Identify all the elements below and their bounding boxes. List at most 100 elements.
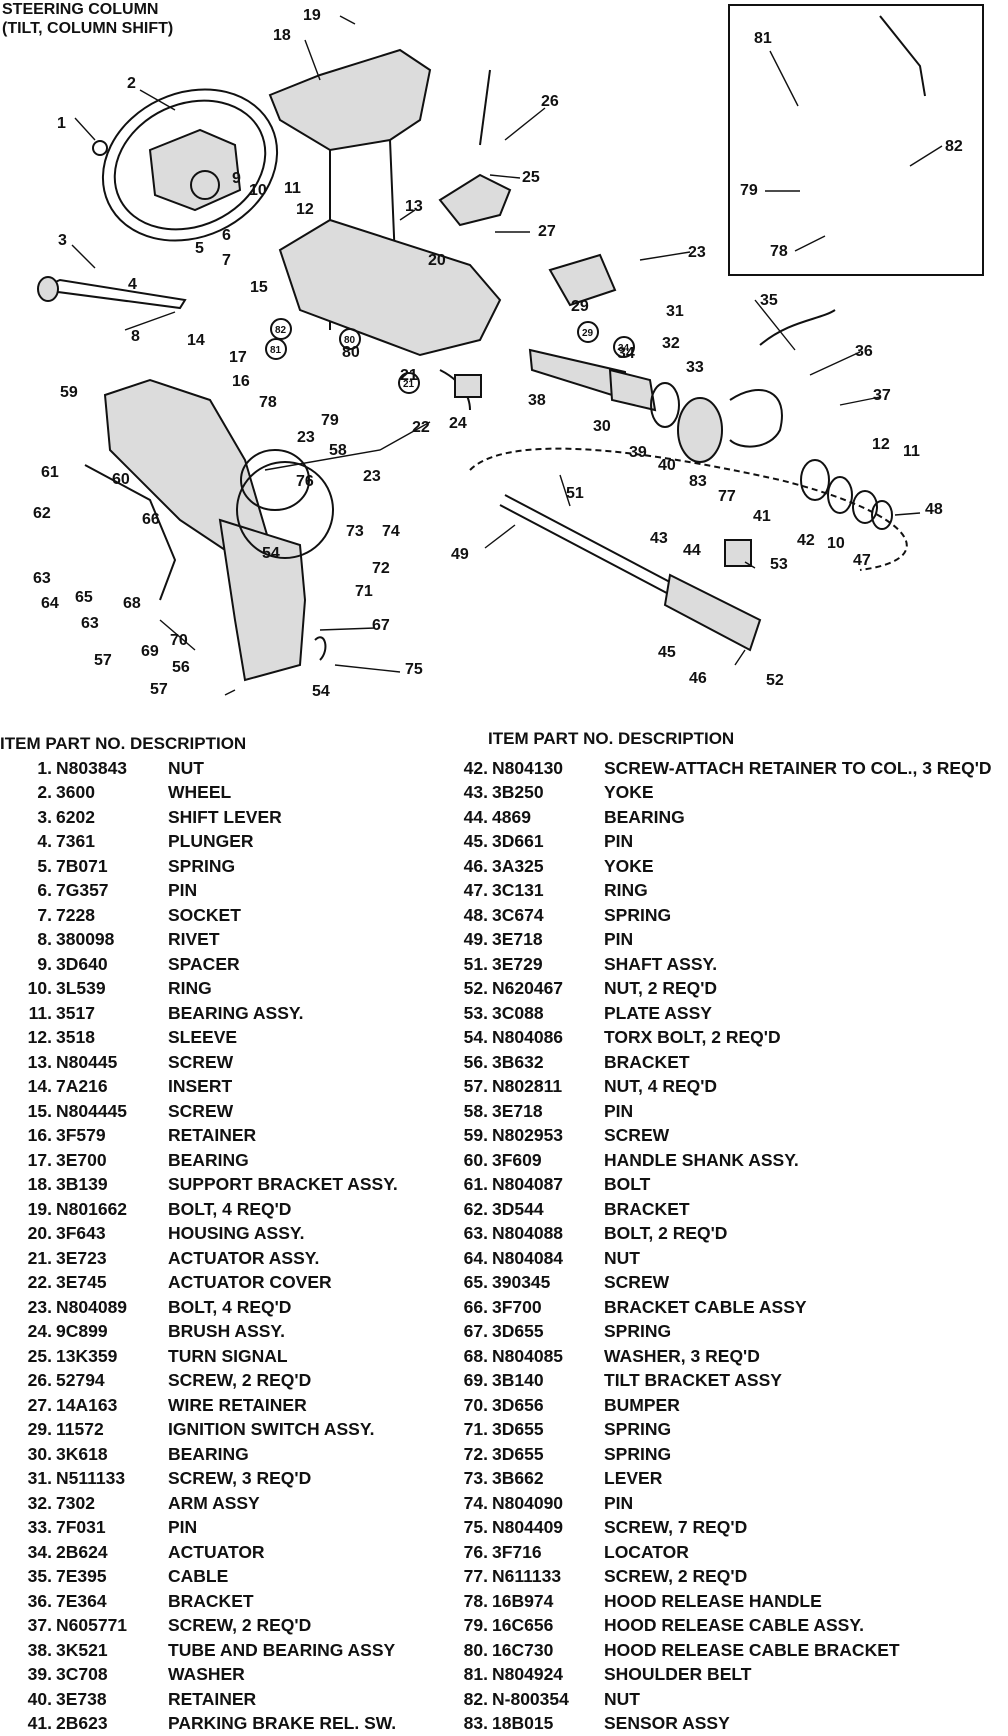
part-number: 3D544 [492, 1199, 604, 1220]
callout: 26 [541, 93, 559, 110]
callout: 56 [172, 659, 190, 676]
part-description: SPRING [604, 1321, 671, 1342]
part-description: BOLT, 2 REQ'D [604, 1223, 727, 1244]
callout: 18 [273, 27, 291, 44]
part-number: N804090 [492, 1493, 604, 1514]
part-number: 3B632 [492, 1052, 604, 1073]
part-number: N804084 [492, 1248, 604, 1269]
callout: 69 [141, 643, 159, 660]
callout: 63 [33, 570, 51, 587]
callout: 63 [81, 615, 99, 632]
part-description: HOOD RELEASE CABLE BRACKET [604, 1640, 900, 1661]
callout: 36 [855, 343, 873, 360]
item-number: 82. [0, 1689, 488, 1710]
callout: 4 [128, 276, 137, 293]
part-number: 3D655 [492, 1321, 604, 1342]
part-description: RING [604, 880, 648, 901]
part-number: 16B974 [492, 1591, 604, 1612]
callout: 79 [321, 412, 339, 429]
part-description: HOOD RELEASE HANDLE [604, 1591, 822, 1612]
callout: 17 [229, 349, 247, 366]
callout: 1 [57, 115, 66, 132]
item-number: 76. [0, 1542, 488, 1563]
item-number: 79. [0, 1615, 488, 1636]
part-description: BRACKET [604, 1199, 690, 1220]
callout: 12 [296, 201, 314, 218]
part-description: PIN [604, 1493, 633, 1514]
item-number: 71. [0, 1419, 488, 1440]
circled-label: 81 [270, 345, 282, 356]
callout: 59 [60, 384, 78, 401]
callout: 76 [296, 473, 314, 490]
item-number: 64. [0, 1248, 488, 1269]
part-number: 3E718 [492, 929, 604, 950]
item-number: 81. [0, 1664, 488, 1685]
part-number: 3C088 [492, 1003, 604, 1024]
item-number: 62. [0, 1199, 488, 1220]
callout: 67 [372, 617, 390, 634]
callout: 31 [666, 303, 684, 320]
part-number: 3B140 [492, 1370, 604, 1391]
callout: 62 [33, 505, 51, 522]
part-number: 3B250 [492, 782, 604, 803]
callout: 57 [150, 681, 168, 698]
part-number: 3C674 [492, 905, 604, 926]
callout: 49 [451, 546, 469, 563]
callout: 14 [187, 332, 205, 349]
table-header-right: ITEM PART NO. DESCRIPTION [488, 729, 734, 749]
part-number: 3F700 [492, 1297, 604, 1318]
callout: 46 [689, 670, 707, 687]
item-number: 42. [0, 758, 488, 779]
part-description: SHOULDER BELT [604, 1664, 751, 1685]
callout: 19 [303, 7, 321, 24]
callout: 48 [925, 501, 943, 518]
callout: 7 [222, 252, 231, 269]
callout: 10 [249, 182, 267, 199]
part-description: SENSOR ASSY [604, 1713, 730, 1734]
part-description: BEARING [604, 807, 685, 828]
part-number: 16C730 [492, 1640, 604, 1661]
callout: 21 [400, 367, 418, 384]
callout: 29 [571, 298, 589, 315]
callout: 44 [683, 542, 701, 559]
callout: 33 [686, 359, 704, 376]
callout: 65 [75, 589, 93, 606]
part-number: N804088 [492, 1223, 604, 1244]
item-number: 75. [0, 1517, 488, 1538]
part-description: LOCATOR [604, 1542, 689, 1563]
callout: 15 [250, 279, 268, 296]
part-description: SPRING [604, 1444, 671, 1465]
part-number: N620467 [492, 978, 604, 999]
callout: 57 [94, 652, 112, 669]
tube-assembly-drawing [530, 310, 892, 529]
part-number: 4869 [492, 807, 604, 828]
part-number: N804130 [492, 758, 604, 779]
part-description: YOKE [604, 782, 654, 803]
part-description: NUT, 2 REQ'D [604, 978, 717, 999]
circled-label: 29 [582, 328, 594, 339]
item-number: 48. [0, 905, 488, 926]
callout: 80 [342, 344, 360, 361]
callout: 35 [760, 292, 778, 309]
part-number: 3A325 [492, 856, 604, 877]
callout: 30 [593, 418, 611, 435]
item-number: 46. [0, 856, 488, 877]
item-number: 78. [0, 1591, 488, 1612]
callout: 25 [522, 169, 540, 186]
item-number: 47. [0, 880, 488, 901]
callout: 42 [797, 532, 815, 549]
item-number: 61. [0, 1174, 488, 1195]
